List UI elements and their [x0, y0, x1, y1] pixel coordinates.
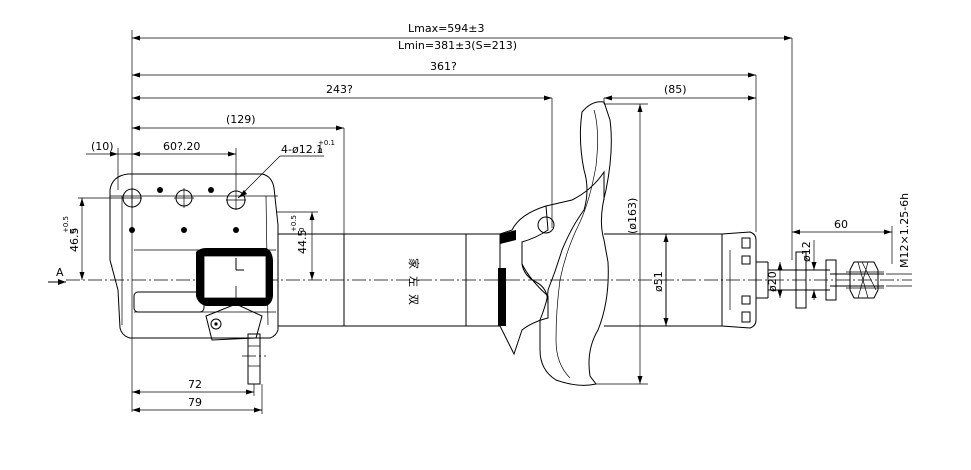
label-361: 361? — [430, 60, 457, 73]
dim-129: (129) — [132, 113, 345, 234]
dim-72-79: 72 79 — [132, 378, 263, 414]
dim-thread: M12×1.25-6h — [886, 193, 912, 287]
label-10: (10) — [91, 140, 114, 153]
label-holes-tol-upper: +0.1 — [318, 139, 335, 147]
body-marking: 家 左 双 — [407, 258, 421, 305]
label-holes-tol-lower: 0 — [318, 147, 322, 155]
body-mark-3: 双 — [407, 294, 420, 305]
view-label-a: A — [56, 266, 64, 279]
spring-plate — [539, 101, 612, 386]
body-mark-1: 家 — [407, 258, 421, 269]
dim-lmax: Lmax=594±3 Lmin=381±3(S=213) — [132, 22, 793, 260]
label-thread: M12×1.25-6h — [898, 193, 911, 268]
label-51: ø51 — [652, 271, 665, 292]
label-163: (ø163) — [626, 198, 639, 234]
label-lmax: Lmax=594±3 — [408, 22, 485, 35]
label-243: 243? — [326, 83, 353, 96]
bolt-holes — [122, 187, 246, 233]
dim-46-5: 46.5 +0.5 0 — [62, 197, 124, 280]
dim-51: ø51 — [652, 234, 669, 326]
dim-60: 60 — [792, 218, 893, 264]
dim-243: 243? — [132, 83, 553, 228]
dim-20: ø20 — [766, 262, 783, 298]
label-72: 72 — [188, 378, 202, 391]
label-44-5-tol-lower: 0 — [298, 228, 306, 232]
dim-163: (ø163) — [596, 103, 648, 385]
label-85: (85) — [664, 83, 687, 96]
strut-tube — [278, 233, 500, 327]
label-60-20: 60?.20 — [163, 140, 200, 153]
dim-holes-callout: 4-ø12.1 +0.1 0 — [237, 139, 335, 199]
label-holes: 4-ø12.1 — [281, 143, 323, 156]
view-arrow-a: A — [48, 266, 66, 285]
knuckle-bracket — [109, 173, 279, 385]
label-60: 60 — [834, 218, 848, 231]
label-44-5: 44.5 — [296, 230, 309, 255]
dim-hole-spacing: (10) 60?.20 — [86, 140, 237, 190]
label-46-5: 46.5 — [68, 228, 81, 253]
body-mark-2: 左 — [407, 276, 420, 287]
spring-seat — [498, 170, 605, 356]
label-20: ø20 — [766, 271, 779, 292]
label-lmin: Lmin=381±3(S=213) — [398, 39, 517, 52]
label-129: (129) — [226, 113, 256, 126]
label-12: ø12 — [800, 241, 813, 262]
dim-12: ø12 — [800, 240, 817, 300]
label-46-5-tol-upper: +0.5 — [62, 216, 70, 233]
top-cap — [721, 231, 769, 329]
dim-44-5: 44.5 +0.5 0 — [276, 211, 318, 280]
dim-361: 361? — [132, 60, 757, 232]
label-46-5-tol-lower: 0 — [70, 229, 78, 233]
label-79: 79 — [188, 396, 202, 409]
dim-85: (85) — [603, 83, 756, 104]
label-44-5-tol-upper: +0.5 — [290, 215, 298, 232]
